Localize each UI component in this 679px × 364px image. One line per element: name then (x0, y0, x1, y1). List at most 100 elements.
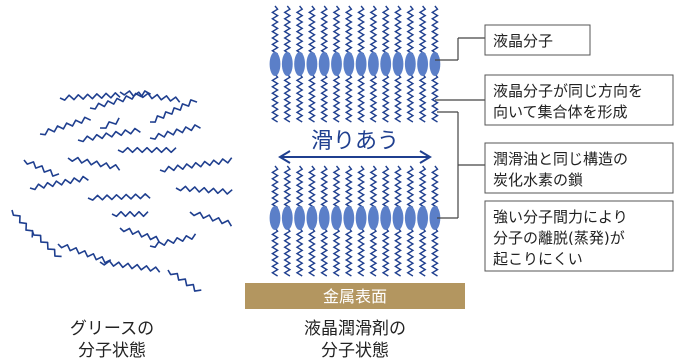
bottom-chain-upper (418, 165, 427, 209)
bottom-chain-lower (283, 227, 292, 277)
top-chain-lower (332, 73, 341, 123)
top-chain-lower (283, 73, 292, 123)
top-liquid-crystal-molecule (318, 52, 330, 76)
bottom-chain-lower (430, 227, 439, 277)
bottom-liquid-crystal-molecule (417, 206, 428, 230)
bottom-liquid-crystal-molecule (355, 206, 367, 230)
top-chain-lower (406, 73, 415, 123)
bottom-chain-lower (406, 227, 415, 277)
sliding-label-bg (302, 127, 408, 153)
top-chain-upper (430, 5, 439, 55)
bottom-chain-lower (381, 227, 390, 277)
grease-chain (11, 209, 34, 238)
top-liquid-crystal-molecule (331, 52, 342, 76)
grease-chain (149, 124, 201, 140)
grease-chain (59, 92, 121, 101)
top-chain-lower (430, 73, 439, 123)
sliding-label: 滑りあう (311, 129, 399, 154)
bottom-chain-upper (271, 165, 279, 209)
bottom-liquid-crystal-molecule (318, 206, 330, 230)
top-liquid-crystal-molecule (368, 52, 379, 76)
bottom-liquid-crystal-molecule (368, 206, 379, 230)
top-chain-upper (418, 5, 427, 55)
grease-chain (23, 159, 60, 177)
top-chain-lower (418, 73, 427, 123)
top-chain-lower (320, 73, 329, 123)
liquid-crystal-layer-top (269, 5, 441, 123)
grease-chain (87, 193, 151, 201)
bottom-liquid-crystal-molecule (343, 206, 355, 230)
lc-caption-line1: 液晶潤滑剤の (304, 319, 406, 339)
grease-chain (89, 90, 151, 110)
top-chain-lower (369, 73, 378, 123)
top-chain-lower (295, 73, 304, 123)
top-chain-lower (271, 73, 279, 123)
top-chain-upper (320, 5, 329, 55)
grease-molecule-chains (11, 90, 233, 292)
callout-4-line-1: 強い分子間力により (493, 208, 628, 226)
bottom-chain-lower (320, 227, 329, 277)
bottom-liquid-crystal-molecule (392, 206, 404, 230)
callout-2-line-2: 向いて集合体を形成 (493, 103, 628, 121)
bottom-chain-lower (332, 227, 341, 277)
bottom-chain-upper (369, 165, 378, 209)
bottom-chain-upper (406, 165, 415, 209)
bottom-chain-lower (307, 227, 316, 277)
grease-chain (31, 229, 62, 258)
top-chain-lower (394, 73, 402, 123)
grease-caption-line1: グリースの (70, 319, 154, 339)
top-chain-upper (394, 5, 402, 55)
top-chain-lower (344, 73, 353, 123)
top-liquid-crystal-molecule (380, 52, 392, 76)
callout-2-line-1: 液晶分子が同じ方向を (493, 82, 643, 100)
callout-hydrocarbon-chain: 潤滑油と同じ構造の 炭化水素の鎖 (484, 142, 674, 194)
bottom-chain-upper (394, 165, 402, 209)
grease-chain (189, 211, 233, 227)
liquid-crystal-layer-bottom (269, 165, 441, 277)
top-chain-lower (381, 73, 390, 123)
callout-3-line-2: 炭化水素の鎖 (493, 171, 583, 189)
callout-4-line-2: 分子の離脱(蒸発)が (493, 229, 625, 247)
top-liquid-crystal-molecule (343, 52, 355, 76)
grease-chain (29, 175, 89, 191)
bottom-liquid-crystal-molecule (269, 206, 281, 230)
bottom-chain-lower (271, 227, 279, 277)
top-liquid-crystal-molecule (404, 52, 416, 76)
top-liquid-crystal-molecule (294, 52, 305, 76)
lc-caption-line2: 分子状態 (321, 341, 389, 361)
bottom-chain-upper (357, 165, 366, 209)
bottom-chain-upper (430, 165, 439, 209)
grease-chain (159, 157, 233, 173)
callout-liquid-crystal-molecule: 液晶分子 (484, 24, 591, 56)
bottom-chain-lower (418, 227, 427, 277)
top-chain-lower (357, 73, 366, 123)
grease-chain (67, 156, 121, 171)
top-chain-upper (357, 5, 366, 55)
grease-chain (39, 116, 92, 136)
bottom-liquid-crystal-molecule (281, 206, 293, 230)
bottom-liquid-crystal-molecule (306, 206, 318, 230)
bottom-chain-lower (295, 227, 304, 277)
callout-3-line-1: 潤滑油と同じ構造の (493, 150, 628, 168)
bottom-chain-upper (295, 165, 304, 209)
grease-chain (149, 233, 197, 248)
top-chain-upper (344, 5, 353, 55)
top-chain-upper (369, 5, 378, 55)
callout-aligned-aggregate: 液晶分子が同じ方向を 向いて集合体を形成 (484, 74, 674, 126)
top-chain-lower (307, 73, 316, 123)
top-liquid-crystal-molecule (306, 52, 318, 76)
grease-chain (57, 243, 112, 264)
top-chain-upper (271, 5, 279, 55)
grease-chain (167, 269, 202, 292)
bottom-liquid-crystal-molecule (294, 206, 305, 230)
bottom-chain-lower (369, 227, 378, 277)
bottom-chain-upper (320, 165, 329, 209)
grease-caption-line2: 分子状態 (78, 341, 146, 361)
callout-intermolecular-force: 強い分子間力により 分子の離脱(蒸発)が 起こりにくい (484, 200, 674, 272)
callout-1-line-1: 液晶分子 (493, 32, 553, 50)
top-liquid-crystal-molecule (281, 52, 293, 76)
grease-chain (117, 146, 177, 154)
bottom-chain-lower (394, 227, 402, 277)
sliding-arrow (278, 150, 432, 164)
grease-chain (111, 210, 149, 218)
